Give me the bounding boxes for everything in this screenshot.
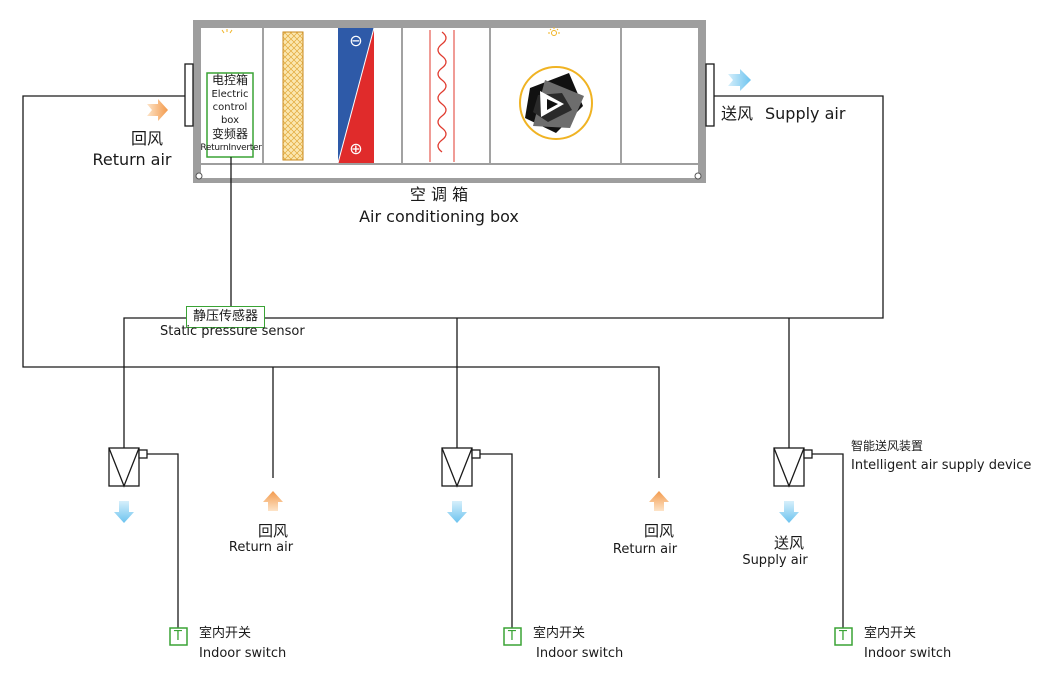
indoor-switch-icon: T [508,629,516,644]
return-flange [184,63,194,127]
coil-plus-icon: ⊕ [349,139,363,158]
ahu-wheel-left [195,172,203,180]
ahu-base [201,165,698,178]
return-air-label-cn: 回风 [130,129,164,148]
static-pressure-sensor: 静压传感器 [186,306,266,328]
return-outlet-label-en: Return air [612,542,678,557]
static-pressure-sensor-label: Static pressure sensor [160,324,305,339]
intelligent-device-label-cn: 智能送风装置 [851,439,924,453]
indoor-switch-label-cn: 室内开关 [864,626,917,641]
air-handling-unit [193,20,706,183]
ahu-wheel-right [694,172,702,180]
control-box-label-en-1: Electric [211,89,249,100]
supply-down-arrow-icon [114,501,134,523]
indoor-switch-box [169,627,188,646]
intelligent-device-label-en: Intelligent air supply device [851,458,1032,473]
terminal-devices [108,447,844,629]
supply-arrow-icon [728,69,751,91]
supply-outlet-label-cn: 送风 [773,534,805,552]
supply-down-arrow-icon [447,501,467,523]
control-box-label-en-2: control [212,102,248,113]
filter-element [282,31,304,161]
light-mark-icon [221,29,233,34]
indoor-switch-icon: T [174,629,182,644]
supply-main-duct [123,95,884,448]
indoor-switch-icon: T [839,629,847,644]
return-main-duct [22,95,660,478]
indoor-switch-box [834,627,853,646]
supply-down-arrow-icon [779,501,799,523]
return-arrow-icon [147,99,168,121]
indoor-switch-box [503,627,522,646]
indoor-switch-label-en: Indoor switch [864,646,952,661]
control-box-panel [206,72,254,158]
indoor-switch-label-en: Indoor switch [536,646,624,661]
indoor-switch-label-cn: 室内开关 [533,626,586,641]
fan-icon [519,66,593,140]
inverter-label-cn: 变频器 [211,127,249,141]
return-outlet-label-en: Return air [228,540,294,555]
supply-air-label-en: Supply air [765,104,846,123]
supply-air-label-cn: 送风 [721,104,754,123]
terminal-device [773,447,844,629]
return-outlet-label-cn: 回风 [257,522,289,540]
inverter-label-en: ReturnInverter [200,143,262,153]
coil-minus-icon: ⊖ [349,31,363,50]
return-up-arrow-icon [263,491,283,511]
return-outlet-label-cn: 回风 [643,522,675,540]
control-box-label-en-3: box [220,115,240,126]
control-box-label-cn: 电控箱 [211,73,249,87]
heater-element [437,31,447,153]
indoor-switch-label-cn: 室内开关 [199,626,252,641]
terminal-device [441,447,513,629]
supply-outlet-label-en: Supply air [742,553,808,568]
indoor-switch-label-en: Indoor switch [199,646,287,661]
indoor-switch-boxes [169,627,853,646]
ahu-title-en: Air conditioning box [359,207,519,226]
ducting [22,63,884,478]
supply-flange [705,63,715,127]
terminal-device [108,447,179,629]
light-mark-icon [548,27,560,36]
return-up-arrow-icon [649,491,669,511]
return-air-label-en: Return air [92,150,172,169]
ahu-interior [201,28,698,163]
ahu-title-cn: 空 调 箱 [409,185,469,204]
